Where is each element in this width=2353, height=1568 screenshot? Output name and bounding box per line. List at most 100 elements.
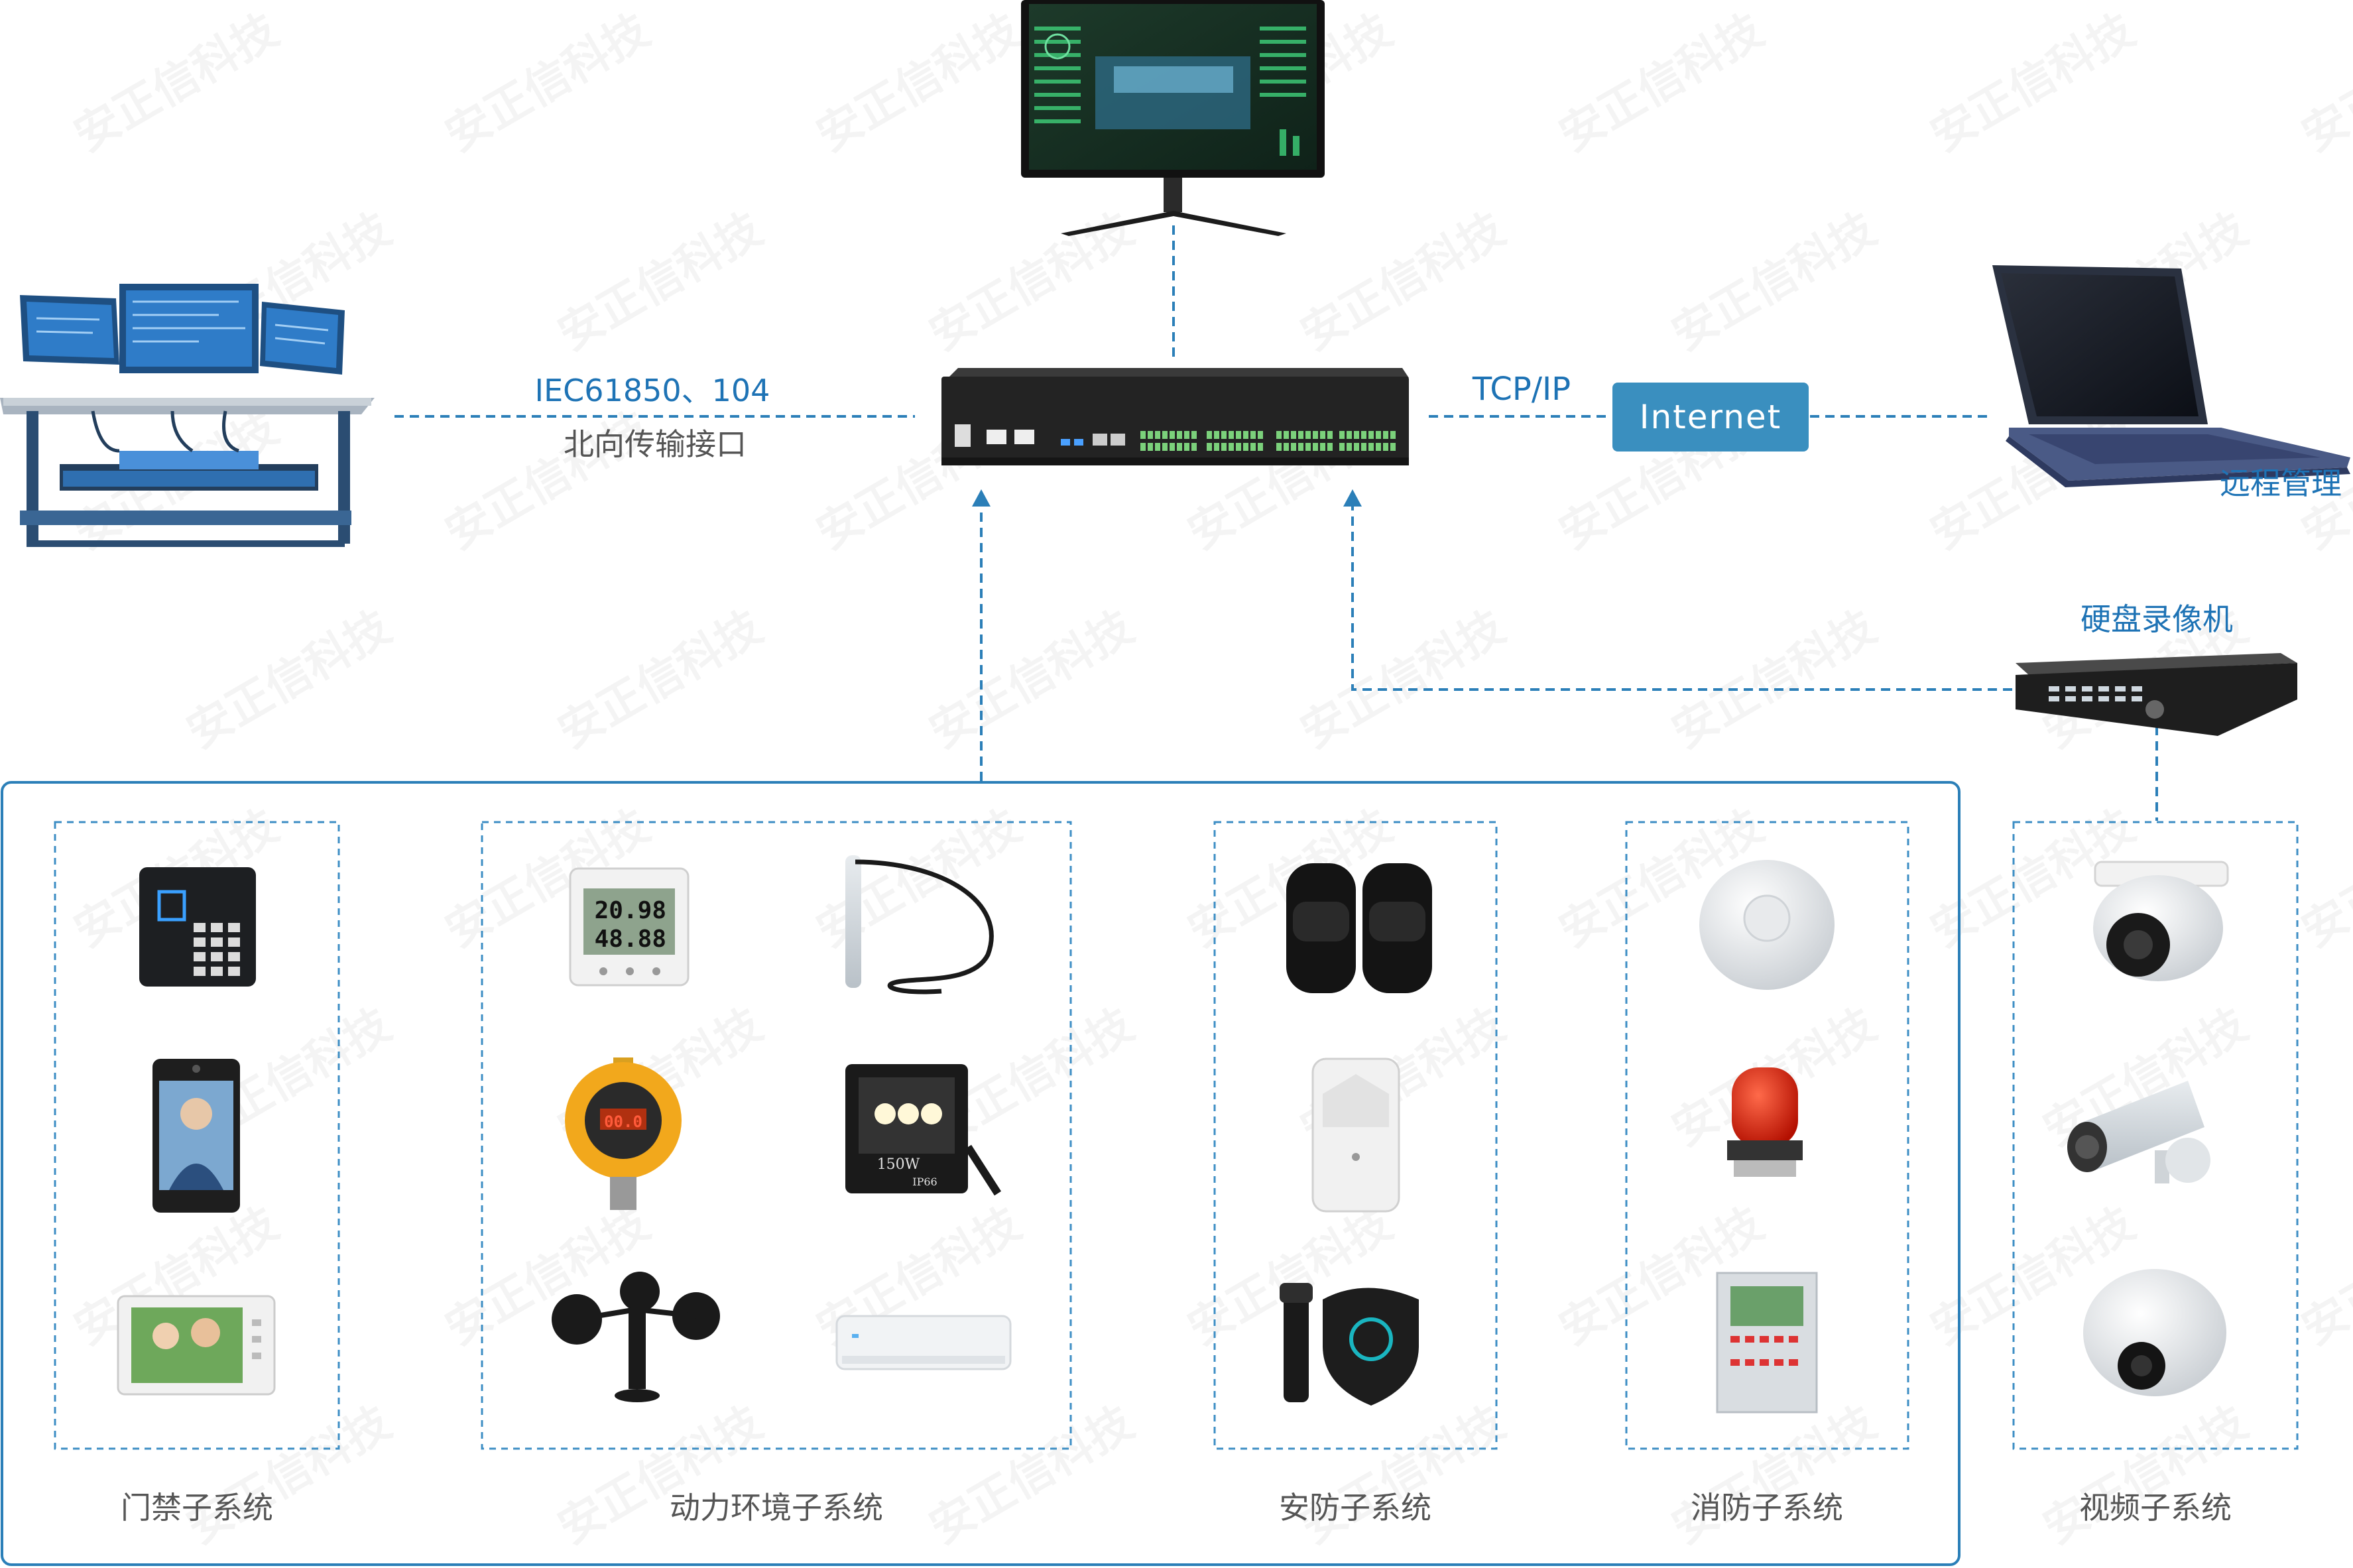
terminal-pin [1368, 443, 1374, 451]
watermark-text: 安正信科技 [437, 4, 658, 162]
terminal-pin [1184, 431, 1189, 439]
motion-sensor-icon [1311, 1057, 1400, 1213]
terminal-pin [1207, 431, 1212, 439]
terminal-pin [1162, 443, 1168, 451]
terminal-pin [1291, 443, 1296, 451]
terminal-pin [1250, 431, 1256, 439]
terminal-pin [1140, 443, 1146, 451]
lamp-power: 150W [877, 1156, 920, 1173]
fire-subsystem-label: 消防子系统 [1691, 1490, 1843, 1526]
terminal-pin [1221, 431, 1227, 439]
terminal-pin [1305, 443, 1311, 451]
line-nvr-to-gateway [1351, 501, 2012, 691]
watermark-text: 安正信科技 [178, 1396, 400, 1554]
terminal-pin [1170, 431, 1175, 439]
internet-label: Internet [1640, 398, 1782, 436]
terminal-pin [1276, 431, 1282, 439]
terminal-pin [1390, 443, 1396, 451]
face-recognition-terminal-icon [152, 1059, 240, 1213]
terminal-pin [1291, 431, 1296, 439]
water-level-probe-icon [845, 855, 994, 995]
connection-lines [394, 225, 2158, 821]
laptop-icon [1992, 265, 2350, 487]
arrow-up-right [1343, 489, 1362, 507]
air-conditioner-icon [835, 1315, 1012, 1370]
remote-management-label: 远程管理 [2220, 465, 2342, 501]
floodlight-icon: 150W IP66 [845, 1064, 1002, 1196]
terminal-pin [1313, 431, 1318, 439]
watermark-text: 安正信科技 [2035, 1396, 2256, 1554]
watermark-text: 安正信科技 [1922, 4, 2143, 162]
terminal-pin [1170, 443, 1175, 451]
power-env-subsystem-label: 动力环境子系统 [670, 1490, 883, 1526]
infrared-beam-detector-icon [1286, 863, 1432, 993]
watermark-text: 安正信科技 [1663, 203, 1885, 361]
protocol-label: IEC61850、104 [535, 373, 770, 408]
temperature-humidity-sensor-icon: 20.98 48.88 [569, 867, 690, 987]
patrol-flashlight-icon [1280, 1283, 1313, 1402]
terminal-pin [1327, 443, 1333, 451]
patrol-checkpoint-icon [1323, 1288, 1419, 1406]
video-subsystem-label: 视频子系统 [2079, 1490, 2232, 1526]
terminal-pin [1258, 443, 1263, 451]
terminal-pin [1339, 431, 1345, 439]
anemometer-icon [552, 1272, 720, 1402]
smoke-detector-icon [1699, 860, 1835, 990]
watermark-layer: 安正信科技安正信科技安正信科技安正信科技安正信科技安正信科技安正信科技安正信科技… [66, 4, 2353, 1554]
monitor-screen-icon [1021, 0, 1325, 236]
terminal-pin [1250, 443, 1256, 451]
watermark-text: 安正信科技 [2293, 4, 2353, 162]
arrow-up-left [972, 489, 991, 507]
terminal-pin [1155, 431, 1160, 439]
watermark-text: 安正信科技 [921, 601, 1142, 758]
gas-reading: 00.0 [604, 1113, 642, 1131]
humidity-reading: 48.88 [595, 926, 666, 953]
watermark-text: 安正信科技 [178, 601, 400, 758]
watermark-text: 安正信科技 [66, 4, 287, 162]
terminal-pin [1207, 443, 1212, 451]
terminal-pin [1361, 443, 1366, 451]
terminal-pin [1354, 431, 1359, 439]
terminal-pin [1276, 443, 1282, 451]
terminal-pin [1148, 443, 1153, 451]
terminal-pin [1354, 443, 1359, 451]
terminal-pin [1155, 443, 1160, 451]
terminal-pin [1284, 443, 1289, 451]
terminal-pin [1229, 431, 1234, 439]
card-reader-keypad-icon [139, 867, 256, 987]
watermark-text: 安正信科技 [1663, 1396, 1885, 1554]
watermark-text: 安正信科技 [808, 800, 1030, 957]
gateway-device-icon [941, 368, 1409, 465]
terminal-pin [1258, 431, 1263, 439]
subsystem-frames [54, 821, 2299, 1450]
nvr-label: 硬盘录像机 [2081, 601, 2233, 637]
watermark-text: 安正信科技 [437, 1197, 658, 1355]
watermark-text: 安正信科技 [1292, 1396, 1514, 1554]
terminal-pin [1221, 443, 1227, 451]
watermark-text: 安正信科技 [1292, 203, 1514, 361]
watermark-text: 安正信科技 [1663, 601, 1885, 758]
terminal-pin [1243, 443, 1248, 451]
arrow-heads [972, 489, 1362, 507]
terminal-pin [1390, 431, 1396, 439]
watermark-text: 安正信科技 [1292, 601, 1514, 758]
frame-access [54, 821, 340, 1450]
workstation-icon [0, 284, 375, 547]
dome-camera-icon [2093, 861, 2229, 981]
terminal-pin [1191, 443, 1197, 451]
terminal-pin [1177, 443, 1182, 451]
terminal-pin [1339, 443, 1345, 451]
terminal-pin [1184, 443, 1189, 451]
watermark-text: 安正信科技 [808, 4, 1030, 162]
terminal-pin [1284, 431, 1289, 439]
terminal-pin [1236, 443, 1241, 451]
terminal-pin [1243, 431, 1248, 439]
terminal-pin [1298, 431, 1303, 439]
internet-node: Internet [1612, 383, 1809, 452]
terminal-pin [1313, 443, 1318, 451]
nvr-recorder-icon [2016, 653, 2297, 736]
turret-camera-icon [2083, 1269, 2226, 1396]
terminal-pin [1376, 443, 1381, 451]
